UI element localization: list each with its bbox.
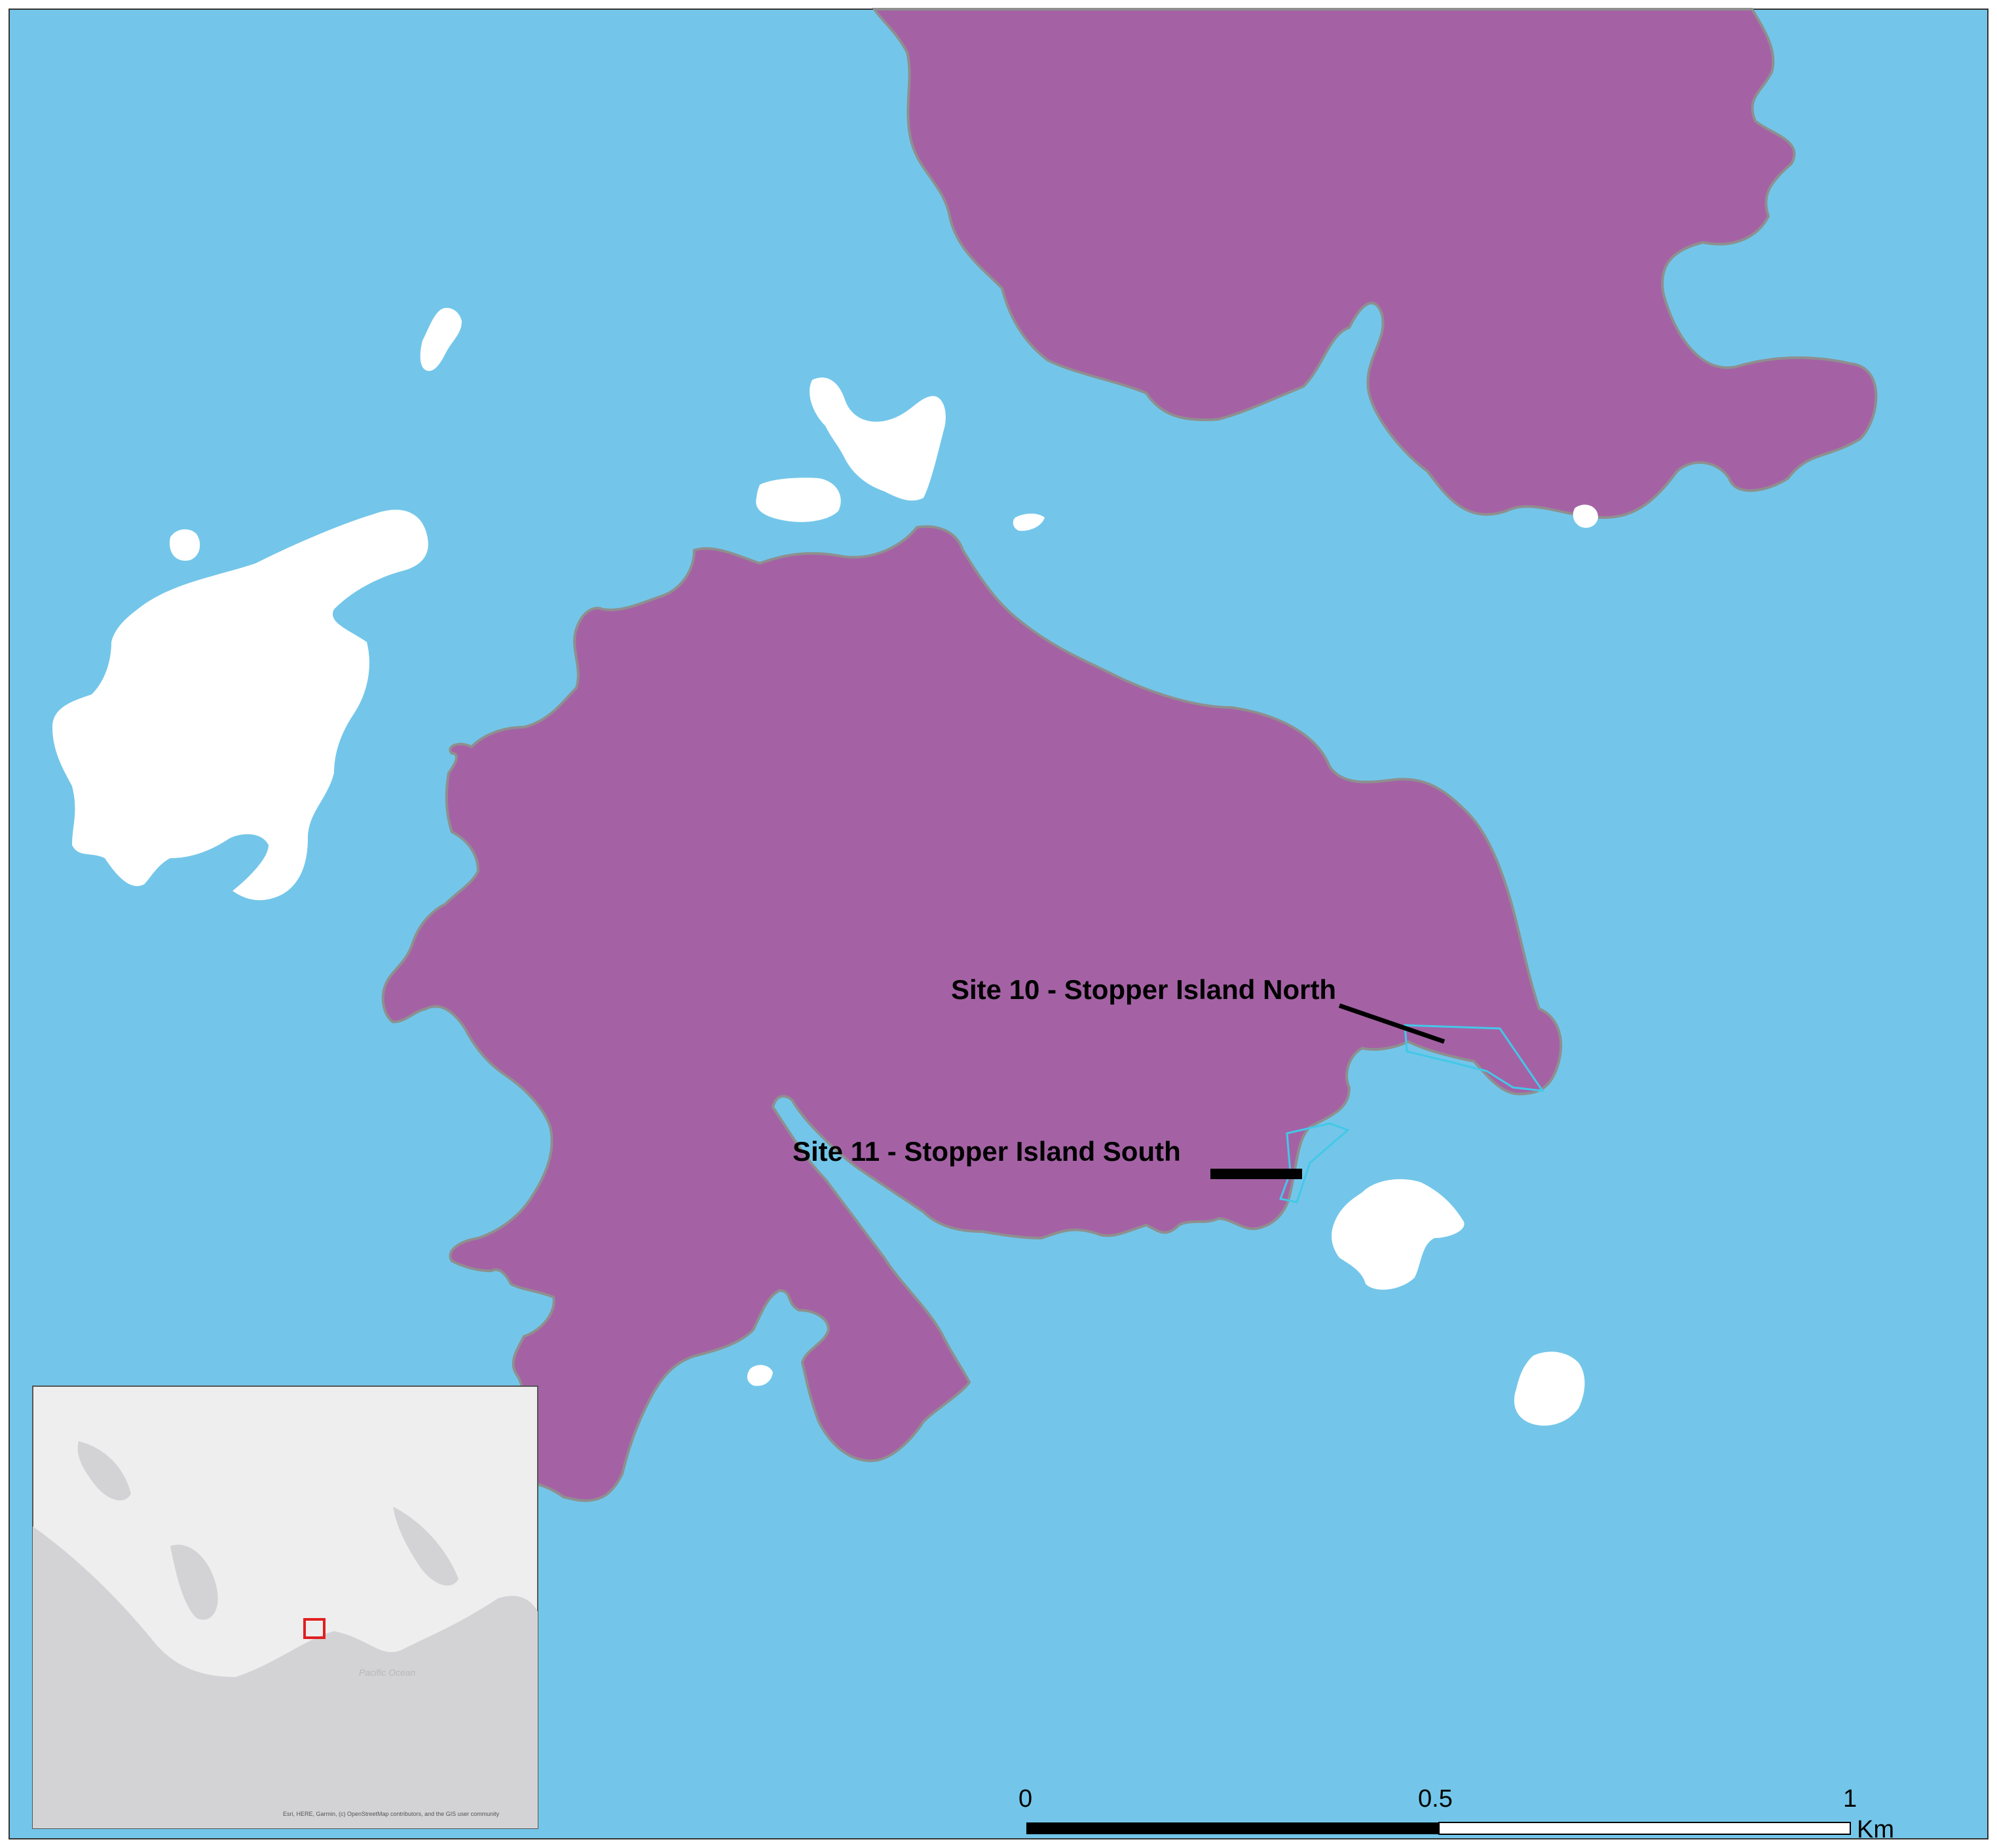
island-white-small-5 bbox=[1013, 514, 1045, 531]
inset-map-inlet-3 bbox=[393, 1507, 458, 1586]
site-10-label: Site 10 - Stopper Island North bbox=[951, 974, 1336, 1005]
island-white-large-west bbox=[52, 510, 428, 901]
site-10-polygon bbox=[1404, 1024, 1545, 1092]
scale-bar-tick-end: 1 bbox=[1843, 1785, 1857, 1813]
island-white-small-3 bbox=[810, 377, 946, 501]
site-10-leader bbox=[1338, 1003, 1446, 1044]
island-white-small-4 bbox=[756, 478, 841, 522]
inset-map-inlet-2 bbox=[77, 1441, 131, 1501]
scale-bar: 0 0.5 1 Km bbox=[1018, 1785, 1894, 1843]
inset-map-inlet-1 bbox=[170, 1545, 218, 1620]
inset-map: Pacific Ocean Esri, HERE, Garmin, (c) Op… bbox=[32, 1386, 538, 1829]
inset-map-attribution: Esri, HERE, Garmin, (c) OpenStreetMap co… bbox=[283, 1811, 500, 1817]
scale-bar-unit: Km bbox=[1857, 1816, 1894, 1843]
island-white-small-7 bbox=[1332, 1179, 1465, 1290]
scale-bar-tick-mid: 0.5 bbox=[1418, 1785, 1453, 1813]
scale-bar-segment-empty bbox=[1438, 1822, 1851, 1835]
scale-bar-tick-0: 0 bbox=[1018, 1785, 1032, 1813]
island-main-purple bbox=[381, 525, 1563, 1502]
inset-map-locator-box bbox=[303, 1618, 326, 1639]
island-white-small-6 bbox=[1573, 504, 1598, 528]
site-11-label: Site 11 - Stopper Island South bbox=[793, 1136, 1181, 1167]
island-white-small-8 bbox=[1514, 1351, 1585, 1426]
island-north-purple bbox=[872, 8, 1878, 519]
scale-bar-segment-filled bbox=[1026, 1822, 1439, 1834]
island-white-small-2 bbox=[420, 308, 462, 371]
island-white-small-9 bbox=[747, 1365, 773, 1386]
inset-map-water bbox=[33, 1526, 538, 1828]
inset-map-ocean-label: Pacific Ocean bbox=[359, 1667, 416, 1678]
island-white-small-1 bbox=[170, 529, 200, 561]
